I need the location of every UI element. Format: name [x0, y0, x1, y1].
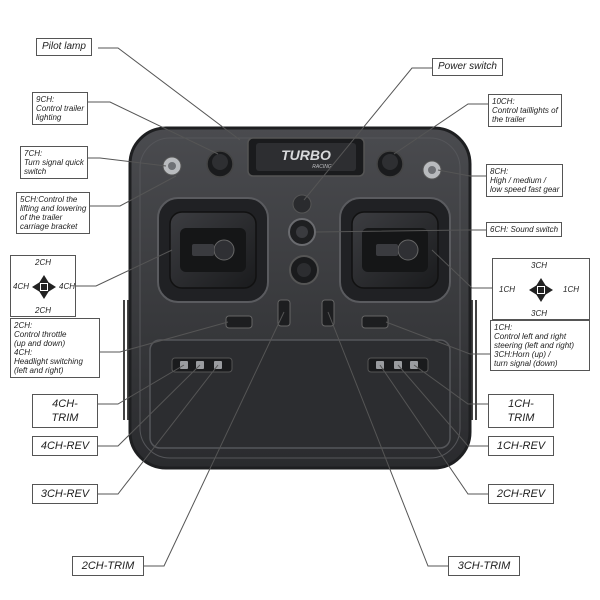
center-dial: [289, 255, 319, 285]
ch1-trim-leader: [413, 364, 488, 405]
ch4-trim-leader: [98, 364, 185, 405]
ch4-rev-leader: [98, 364, 201, 447]
left-stick-direction-diagram: 2CH 2CH 4CH 4CH: [10, 255, 76, 317]
arrow-left-icon: [32, 282, 40, 292]
arrow-right-icon: [545, 285, 553, 295]
pilot-lamp-leader: [98, 47, 241, 141]
arrow-center-icon: [41, 284, 47, 290]
pilot-lamp-display: [247, 137, 365, 177]
left-gimbal: [157, 197, 269, 303]
right-stick-direction-diagram: 3CH 3CH 1CH 1CH: [492, 258, 590, 320]
left-stick-description: 2CH:Control throttle(up and down) 4CH:He…: [10, 318, 100, 378]
arrow-right-icon: [48, 282, 56, 292]
left-cross-left: 4CH: [13, 282, 30, 291]
right-cross-top: 3CH: [531, 261, 548, 270]
left-stick-leader: [76, 249, 173, 287]
left-cross-top: 2CH: [35, 258, 52, 267]
ch1-rev-leader: [397, 364, 488, 447]
ch3-trim-leader: [327, 311, 448, 567]
ch5-leader: [86, 175, 177, 207]
right-gimbal: [339, 197, 451, 303]
brand-logo: TURBO: [281, 147, 331, 163]
ch2-rev-leader: [379, 364, 488, 495]
left-cross-bottom: 2CH: [35, 306, 52, 315]
sound-switch-knob: [288, 218, 316, 246]
right-stick-leader: [431, 249, 492, 289]
ch2-trim-label: 2CH-TRIM: [72, 556, 144, 576]
power-switch-leader: [303, 67, 432, 201]
ch6-label: 6CH: Sound switch: [486, 222, 563, 237]
ch3-rev-leader: [98, 364, 219, 495]
power-switch-knob: [292, 194, 312, 214]
leader-lines: [74, 47, 492, 567]
arrow-up-icon: [39, 275, 49, 283]
ch3-rev-label: 3CH-REV: [32, 484, 98, 504]
right-desc-leader: [385, 321, 490, 355]
left-desc-leader: [100, 321, 229, 353]
ch10-leader: [393, 103, 488, 155]
arrow-down-icon: [39, 291, 49, 299]
left-cross-right: 4CH: [59, 282, 76, 291]
direction-arrows-icon: [529, 278, 553, 302]
ch6-leader: [315, 229, 486, 233]
arrow-center-icon: [538, 287, 544, 293]
knob-9ch: [206, 150, 234, 178]
switch-8ch: [422, 160, 442, 180]
arrow-left-icon: [529, 285, 537, 295]
bottom-panel: [149, 339, 451, 449]
ch4-rev-label: 4CH-REV: [32, 436, 98, 456]
arrow-down-icon: [536, 294, 546, 302]
direction-arrows-icon: [32, 275, 56, 299]
ch8-label: 8CH:High / medium /low speed fast gear: [486, 164, 564, 197]
right-cross-left: 1CH: [499, 285, 516, 294]
ch8-leader: [437, 169, 486, 177]
right-cross-bottom: 3CH: [531, 309, 548, 318]
brand-logo-sub: RACING: [312, 164, 332, 170]
power-switch-label: Power switch: [432, 58, 503, 76]
arrow-up-icon: [536, 278, 546, 286]
ch2-trim-leader: [144, 311, 285, 567]
ch3-trim-label: 3CH-TRIM: [448, 556, 520, 576]
ch1-rev-label: 1CH-REV: [488, 436, 554, 456]
ch1-trim-label: 1CH-TRIM: [488, 394, 554, 428]
pilot-lamp-label: Pilot lamp: [36, 38, 92, 56]
right-cross-right: 1CH: [563, 285, 580, 294]
ch2-rev-label: 2CH-REV: [488, 484, 554, 504]
ch4-trim-label: 4CH-TRIM: [32, 394, 98, 428]
knob-10ch: [376, 150, 404, 178]
